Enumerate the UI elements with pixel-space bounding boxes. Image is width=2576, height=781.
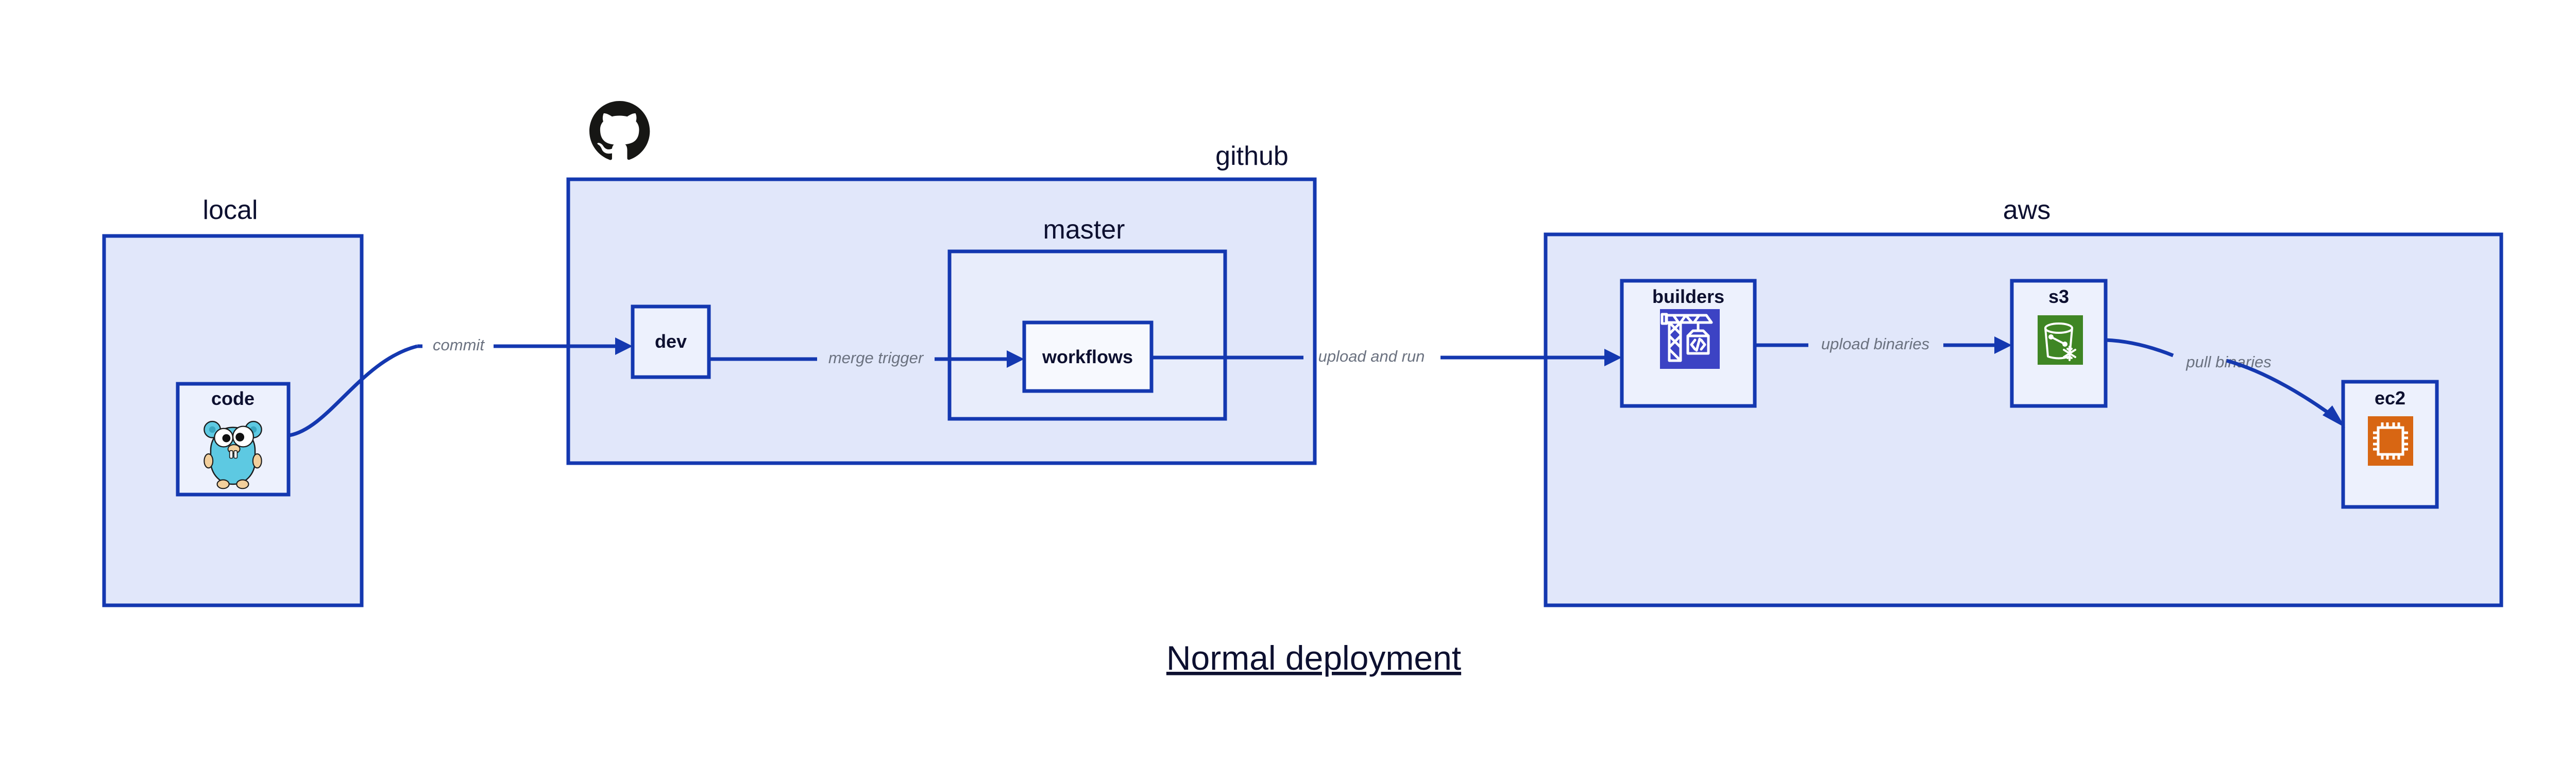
edge-merge-trigger-arrowhead: [1007, 350, 1024, 368]
diagram-title: Normal deployment: [1166, 639, 1461, 677]
node-code[interactable]: code: [176, 382, 291, 497]
edge-upload-and-run[interactable]: upload and run: [1151, 347, 1622, 366]
group-local-label: local: [203, 195, 258, 225]
edge-upload-and-run-arrowhead: [1604, 349, 1622, 366]
edge-merge-trigger[interactable]: merge trigger: [709, 349, 1024, 368]
aws-s3-icon: [2038, 315, 2083, 365]
github-octocat-icon: [589, 101, 650, 160]
node-builders-label: builders: [1652, 286, 1724, 307]
edge-pull-binaries[interactable]: pull binaries: [2105, 338, 2345, 428]
node-ec2[interactable]: ec2: [2341, 380, 2439, 509]
node-dev-box[interactable]: [631, 304, 711, 379]
node-dev-label: dev: [655, 331, 687, 352]
node-ec2-label: ec2: [2375, 387, 2405, 409]
group-master-label: master: [1043, 215, 1125, 245]
edge-upload-binaries-arrowhead: [1994, 336, 2012, 354]
edge-pull-binaries-arrowhead: [2323, 405, 2345, 428]
aws-ec2-icon: [2368, 416, 2413, 466]
group-github-label: github: [1215, 141, 1289, 171]
node-builders[interactable]: builders: [1620, 279, 1757, 408]
node-s3[interactable]: s3: [2010, 279, 2108, 408]
node-workflows[interactable]: workflows: [1022, 320, 1154, 393]
group-aws-label: aws: [2003, 195, 2050, 225]
node-dev[interactable]: dev: [631, 304, 711, 379]
edge-merge-trigger-label: merge trigger: [828, 349, 924, 367]
node-code-label: code: [211, 388, 255, 409]
edge-upload-binaries-label: upload binaries: [1821, 335, 1929, 353]
aws-codebuild-icon: [1660, 309, 1720, 369]
node-s3-label: s3: [2048, 286, 2069, 307]
node-workflows-label: workflows: [1042, 346, 1133, 367]
edge-commit-arrowhead: [615, 337, 633, 355]
edge-upload-and-run-label: upload and run: [1318, 347, 1425, 365]
go-gopher-icon: [204, 420, 262, 489]
edge-upload-binaries[interactable]: upload binaries: [1755, 335, 2012, 354]
edge-commit[interactable]: commit: [289, 336, 633, 437]
edge-commit-label: commit: [433, 336, 485, 354]
